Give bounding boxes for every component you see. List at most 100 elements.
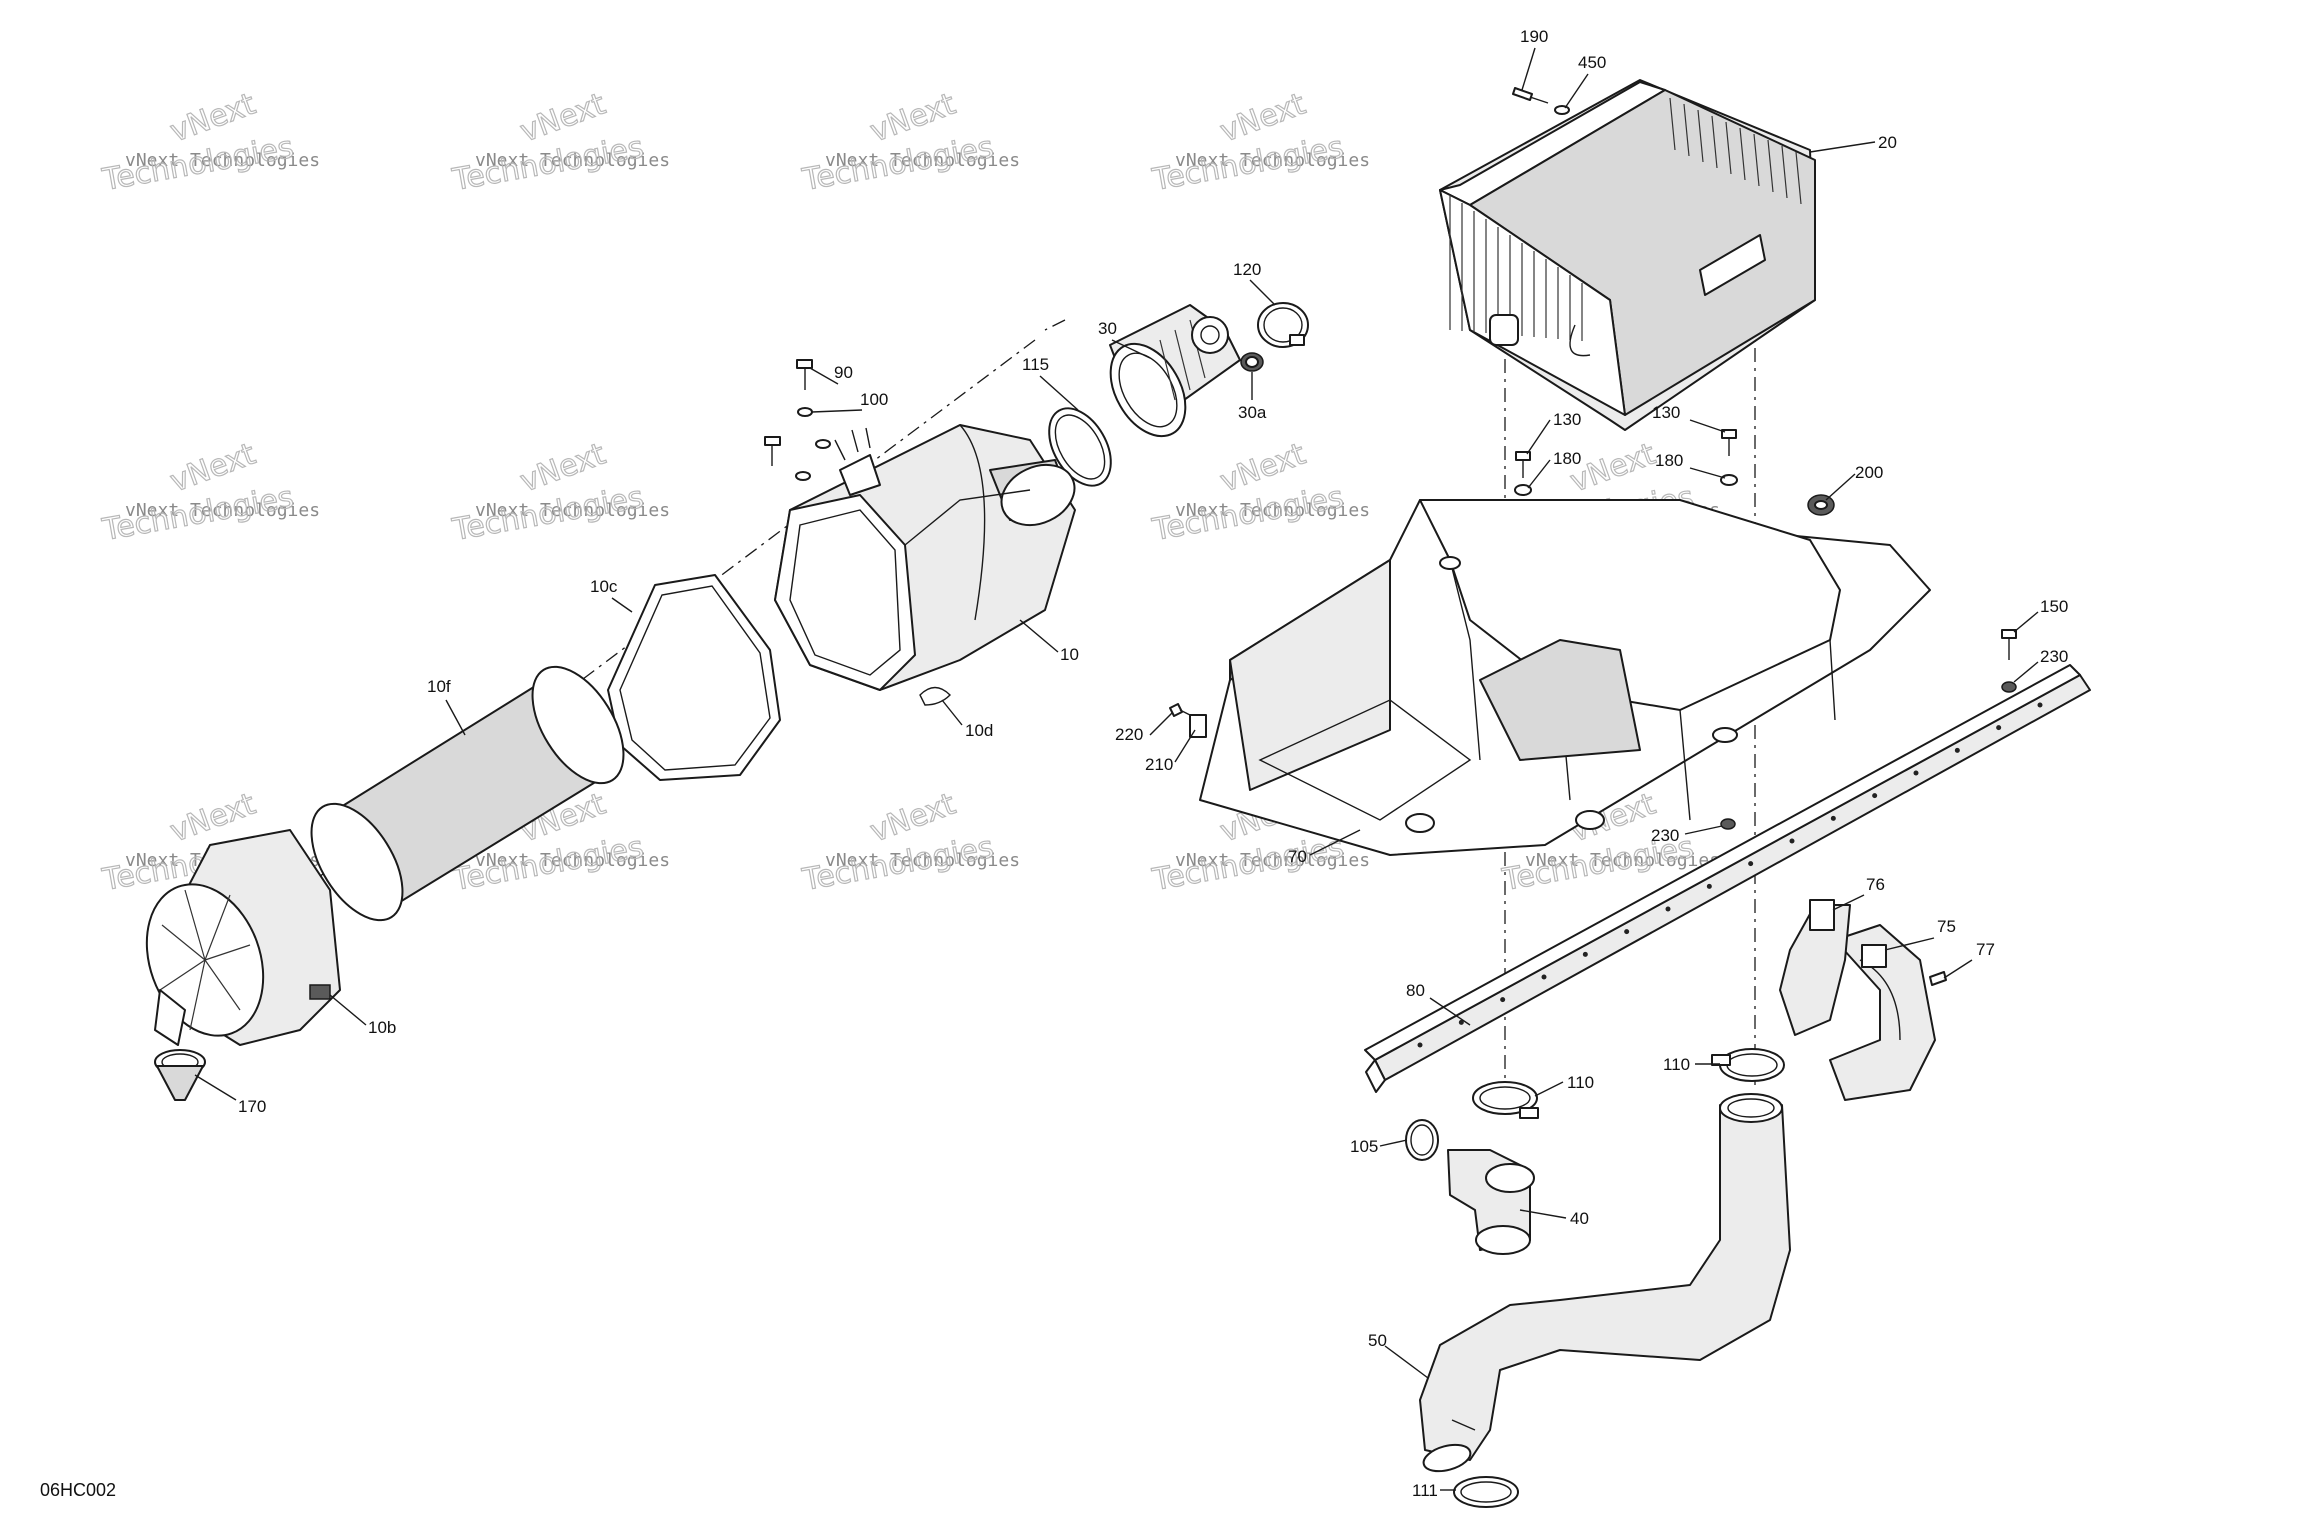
callout-30: 30 [1098,319,1151,359]
leader-line [2013,611,2039,633]
callout-10c: 10c [590,577,633,613]
callout-10f: 10f [427,677,466,736]
callout-label: 10d [965,721,993,740]
callout-130a: 130 [1526,410,1581,455]
callout-label: 70 [1288,847,1307,866]
callout-label: 20 [1878,133,1897,152]
leader-line [1943,959,1973,979]
callout-label: 120 [1233,260,1261,279]
callout-label: 210 [1145,755,1173,774]
callout-230a: 230 [2013,647,2068,683]
elbow-part-40 [1447,1149,1535,1255]
callout-10b: 10b [329,994,396,1037]
callout-111: 111 [1412,1481,1456,1500]
adaptor-part-30 [1109,304,1241,438]
leader-line [1521,47,1536,91]
callout-450: 450 [1564,53,1606,109]
leader-line [1429,997,1471,1026]
clamp-120 [1257,302,1309,348]
leader-line [1684,825,1723,835]
screw-130-left [1515,451,1531,478]
callout-76: 76 [1832,875,1885,911]
gasket-part-10c [607,574,781,781]
part-30a [1240,352,1264,372]
watermark-text: vNext Technologies [1175,850,1370,871]
callout-label: 200 [1855,463,1883,482]
callout-label: 110 [1567,1073,1594,1092]
callout-110a: 110 [1534,1073,1594,1097]
clamp-115 [1048,407,1112,487]
callout-190: 190 [1520,27,1548,91]
watermark-text: vNext Technologies [825,150,1020,171]
callout-label: 30 [1098,319,1117,338]
callout-label: 230 [1651,826,1679,845]
leader-line [1809,141,1876,153]
leader-line [1534,1081,1564,1097]
watermark-text: vNext Technologies [1175,150,1370,171]
leader-line [1149,712,1173,736]
bracket-part-76 [1779,899,1851,1036]
bracket-part-75 [1829,924,1936,1101]
callout-20: 20 [1809,133,1897,153]
leader-line [1249,279,1276,306]
clamp-110-left [1472,1081,1539,1119]
watermark-text: vNext Technologies [475,850,670,871]
tray-part-70 [1199,499,1931,856]
callout-label: 150 [2040,597,2068,616]
callout-label: 10f [427,677,451,696]
callout-label: 10b [368,1018,396,1037]
cap-part-170 [154,1049,206,1101]
callout-50: 50 [1368,1331,1429,1379]
callout-100: 100 [811,390,888,413]
callout-label: 115 [1022,355,1049,374]
callout-150: 150 [2013,597,2068,633]
callout-90: 90 [809,363,853,385]
callout-label: 50 [1368,1331,1387,1350]
callout-label: 105 [1350,1137,1378,1156]
diagram-code: 06HC002 [40,1480,116,1500]
callout-120: 120 [1233,260,1276,306]
rail-part-80 [1364,664,2091,1093]
clamp-110-right [1711,1048,1785,1082]
callout-label: 450 [1578,53,1606,72]
intake-cover-part-10b [145,829,341,1046]
callout-70: 70 [1288,829,1361,866]
callout-label: 30a [1238,403,1267,422]
callout-label: 80 [1406,981,1425,1000]
callout-label: 40 [1570,1209,1589,1228]
callout-label: 180 [1553,449,1581,468]
leader-line [1174,729,1196,763]
leader-line [1825,473,1856,501]
leader-line [1519,1209,1567,1219]
washer-450 [1554,105,1570,115]
clamp-111 [1453,1476,1519,1508]
leader-line [1379,1139,1408,1147]
washer-180-right [1720,474,1738,486]
leader-line [941,699,963,726]
bolt-100 [764,407,831,481]
leader-line [1884,937,1935,951]
callout-label: 170 [238,1097,266,1116]
callout-layer: 190450201203030a115901001301801301802001… [194,27,2068,1500]
callout-10: 10 [1019,619,1079,664]
leader-line [1309,829,1361,856]
callout-label: 220 [1115,725,1143,744]
callout-200: 200 [1825,463,1883,501]
leader-line [1039,375,1079,411]
leader-line [811,409,863,413]
watermark-text: vNext Technologies [475,150,670,171]
callout-40: 40 [1519,1209,1589,1228]
callout-label: 77 [1976,940,1995,959]
filter-part-10f [310,665,625,922]
clamp-105 [1405,1119,1439,1161]
callout-77: 77 [1943,940,1995,979]
callout-label: 110 [1663,1055,1690,1074]
